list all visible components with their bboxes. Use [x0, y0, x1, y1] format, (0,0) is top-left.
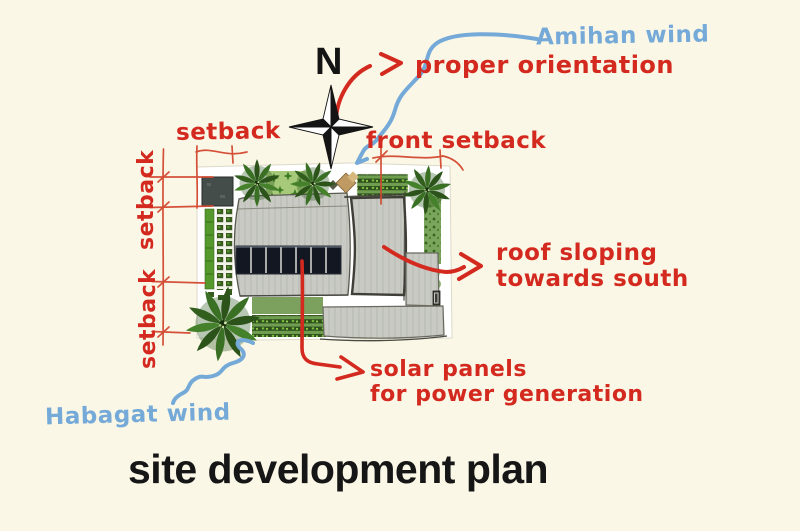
- habagat-wind-line: [171, 338, 255, 405]
- label-solar-panels: solar panels for power generation: [370, 357, 644, 408]
- label-setback-side-upper: setback: [134, 149, 159, 250]
- proper-orientation-arrow: [334, 52, 403, 121]
- lower-roof: [319, 252, 448, 342]
- setback-dimension-lines: [149, 145, 248, 346]
- annotation-arrows: [300, 52, 483, 381]
- amihan-wind-line: [355, 32, 539, 165]
- solar-array: [235, 245, 342, 275]
- roof-sloping-arrow: [382, 245, 483, 281]
- right-roof: [344, 191, 413, 301]
- north-label: N: [315, 41, 343, 83]
- label-habagat-wind: Habagat wind: [44, 399, 232, 431]
- label-setback-side-lower: setback: [136, 268, 161, 369]
- wind-lines: [171, 32, 539, 405]
- bottom-garden-bed: [252, 297, 326, 337]
- compass-star: [288, 84, 374, 170]
- left-garden-bed: [204, 208, 233, 300]
- label-setback-top: setback: [175, 118, 281, 146]
- main-roof: [233, 192, 351, 297]
- label-amihan-wind: Amihan wind: [535, 21, 710, 51]
- top-right-garden-bed: [356, 173, 409, 197]
- solar-panels-arrow: [300, 259, 365, 381]
- label-front-setback: front setback: [366, 128, 547, 154]
- front-setback-dimension-lines: [372, 146, 464, 205]
- page-title: site development plan: [128, 446, 549, 492]
- charcoal-pad: [201, 176, 234, 207]
- label-roof-sloping: roof sloping towards south: [496, 240, 689, 293]
- label-proper-orientation: proper orientation: [415, 51, 675, 79]
